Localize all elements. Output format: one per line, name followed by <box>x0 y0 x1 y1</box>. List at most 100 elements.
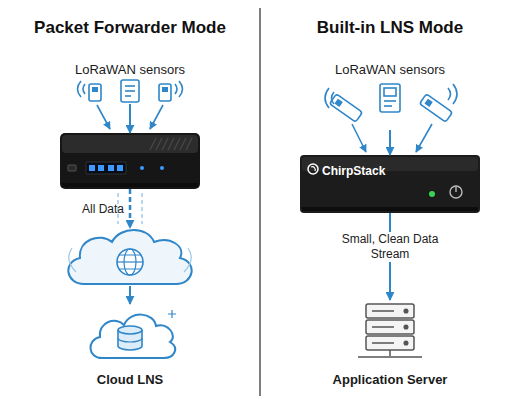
cloud-database <box>90 310 176 358</box>
sensor-icons <box>419 94 452 122</box>
sensor-icons <box>179 81 183 97</box>
sensor-icons <box>332 92 335 104</box>
sensor-icons <box>325 88 329 108</box>
node-heading: LoRaWAN sensors <box>75 62 185 78</box>
internet-cloud <box>68 230 191 284</box>
gateway-device <box>160 166 164 170</box>
gateway-device <box>60 133 200 189</box>
server-icon <box>389 350 391 356</box>
brand-name: ChirpStack <box>322 163 385 179</box>
sensor-icons <box>448 88 451 100</box>
sensor-icons <box>78 81 82 97</box>
server-icon <box>372 326 394 328</box>
data-stream <box>141 193 142 224</box>
internet-cloud <box>184 248 191 272</box>
gateway-device <box>156 138 162 150</box>
cloud-lns: Cloud LNS <box>70 304 190 388</box>
edge-label: Small, Clean Data Stream <box>340 232 440 262</box>
gateway-device <box>62 135 198 153</box>
gateway-device <box>60 133 200 189</box>
chirpstack-gateway <box>300 155 480 213</box>
server-icon <box>404 309 408 313</box>
gateway-device <box>174 138 180 150</box>
signal-arrows <box>352 124 366 152</box>
gateway-device <box>117 165 123 171</box>
data-flow-arrow <box>129 189 132 228</box>
server-icon <box>358 356 422 358</box>
node-caption: Application Server <box>333 372 448 388</box>
gateway-device <box>62 183 198 187</box>
cloud-database <box>168 310 176 318</box>
sensor-icons <box>159 84 171 101</box>
gateway-device <box>108 165 114 171</box>
signal-arrows <box>97 105 110 129</box>
sensor-group: LoRaWAN sensors <box>60 62 200 104</box>
gateway-device <box>68 165 76 171</box>
sensor-icons <box>329 94 362 122</box>
sensor-icons <box>175 84 177 94</box>
gateway-device <box>86 162 126 174</box>
sensor-icons <box>384 100 396 102</box>
sensor-icons <box>125 90 135 92</box>
sensor-icons <box>92 87 98 92</box>
sensor-icons <box>121 80 139 102</box>
server-icon <box>358 304 422 357</box>
server-icon <box>372 342 394 344</box>
server-icon <box>372 310 394 312</box>
signal-arrows <box>416 124 432 152</box>
sensor-icons <box>380 84 400 112</box>
sensor-icons <box>329 94 362 122</box>
sensor-icons <box>89 84 101 101</box>
sensor-icons <box>125 95 131 97</box>
application-server: Application Server <box>320 300 460 388</box>
panel-heading: Packet Forwarder Mode <box>5 18 255 38</box>
sensor-icons <box>384 88 396 96</box>
node-caption: Cloud LNS <box>97 372 163 388</box>
internet-cloud <box>117 249 143 275</box>
sensor-icons <box>325 84 457 122</box>
gateway-device <box>168 138 174 150</box>
chirpstack-gateway: ChirpStack <box>300 155 480 213</box>
sensor-icons <box>162 87 168 92</box>
data-flow-arrow <box>129 104 131 133</box>
sensor-icons <box>334 99 342 107</box>
chirpstack-gateway <box>300 155 480 213</box>
gateway-device <box>186 138 192 150</box>
server-icon <box>366 304 414 318</box>
internet-cloud <box>119 255 141 269</box>
gateway-device <box>150 138 192 150</box>
sensor-icons <box>424 99 432 107</box>
panel-heading: Built-in LNS Mode <box>265 18 515 38</box>
chirpstack-gateway <box>455 187 456 192</box>
sensor-group: LoRaWAN sensors <box>320 62 460 130</box>
edge-label: All Data <box>77 201 129 216</box>
server-icon <box>404 325 408 329</box>
data-flow-arrow <box>389 130 391 155</box>
sensor-icons <box>83 84 85 94</box>
gateway-device <box>162 138 168 150</box>
internet-cloud <box>68 230 191 284</box>
internet-cloud <box>69 248 76 272</box>
signal-arrows <box>97 105 163 129</box>
gateway-device <box>140 166 144 170</box>
chirpstack-gateway <box>450 186 462 198</box>
gateway-device <box>180 138 186 150</box>
sensor-icons <box>78 80 183 102</box>
sensor-icons <box>453 84 457 104</box>
internet-cloud <box>64 228 196 286</box>
signal-arrows <box>352 124 432 152</box>
server-icon <box>366 320 414 334</box>
chirpstack-gateway <box>308 164 318 174</box>
chirpstack-gateway <box>429 191 435 197</box>
sensor-icons <box>125 85 135 87</box>
gateway-device <box>98 165 104 171</box>
node-heading: LoRaWAN sensors <box>335 62 445 78</box>
cloud-database <box>118 326 142 334</box>
signal-arrows <box>150 105 163 129</box>
server-icon <box>366 336 414 350</box>
gateway-device <box>89 165 95 171</box>
cloud-database <box>118 338 142 342</box>
